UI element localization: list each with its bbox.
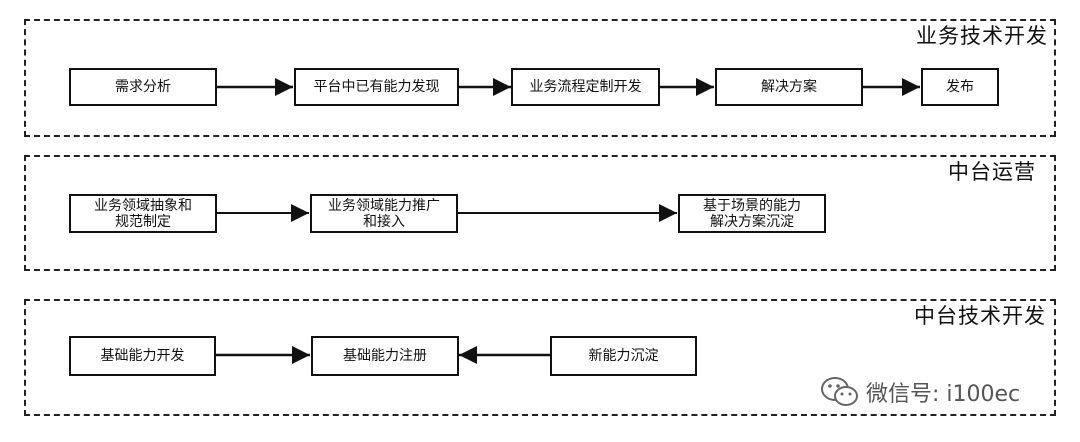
node-new-capability-label: 新能力沉淀 <box>588 348 659 364</box>
lane-title-business-tech-dev: 业务技术开发 <box>916 24 1048 48</box>
node-basic-capability-register: 基础能力注册 <box>311 336 459 376</box>
node-process-customization-label: 业务流程定制开发 <box>529 79 642 95</box>
lane-platform-tech-dev <box>24 299 1056 416</box>
node-capability-promotion-line1: 业务领域能力推广 <box>328 197 440 214</box>
node-domain-abstraction-line1: 业务领域抽象和 <box>94 197 192 214</box>
lane-title-platform-operations: 中台运营 <box>948 160 1036 184</box>
node-demand-analysis: 需求分析 <box>69 68 217 106</box>
node-basic-capability-dev-label: 基础能力开发 <box>100 348 185 364</box>
node-solution-label: 解决方案 <box>761 79 817 95</box>
node-process-customization: 业务流程定制开发 <box>511 68 660 106</box>
node-capability-discovery-label: 平台中已有能力发现 <box>313 79 440 95</box>
lane-business-tech-dev <box>24 19 1056 137</box>
node-domain-abstraction-line2: 规范制定 <box>115 213 171 230</box>
node-domain-abstraction: 业务领域抽象和 规范制定 <box>69 194 217 233</box>
wechat-icon <box>821 377 858 406</box>
node-capability-promotion: 业务领域能力推广 和接入 <box>310 194 458 233</box>
watermark: 微信号: i100ec <box>820 370 1020 414</box>
node-new-capability: 新能力沉淀 <box>550 336 697 376</box>
lane-title-platform-tech-dev: 中台技术开发 <box>914 304 1046 328</box>
node-capability-discovery: 平台中已有能力发现 <box>294 68 459 106</box>
node-scenario-solution-line1: 基于场景的能力 <box>703 197 801 214</box>
lane-platform-operations <box>24 155 1056 271</box>
node-scenario-solution-line2: 解决方案沉淀 <box>710 213 794 230</box>
node-release-label: 发布 <box>946 79 974 95</box>
node-solution: 解决方案 <box>715 68 863 106</box>
node-basic-capability-register-label: 基础能力注册 <box>343 348 427 364</box>
node-basic-capability-dev: 基础能力开发 <box>69 336 216 376</box>
node-scenario-solution: 基于场景的能力 解决方案沉淀 <box>678 194 826 233</box>
watermark-text: 微信号: i100ec <box>866 382 1021 407</box>
node-release: 发布 <box>921 68 999 106</box>
node-demand-analysis-label: 需求分析 <box>115 79 171 95</box>
node-capability-promotion-line2: 和接入 <box>363 213 405 230</box>
